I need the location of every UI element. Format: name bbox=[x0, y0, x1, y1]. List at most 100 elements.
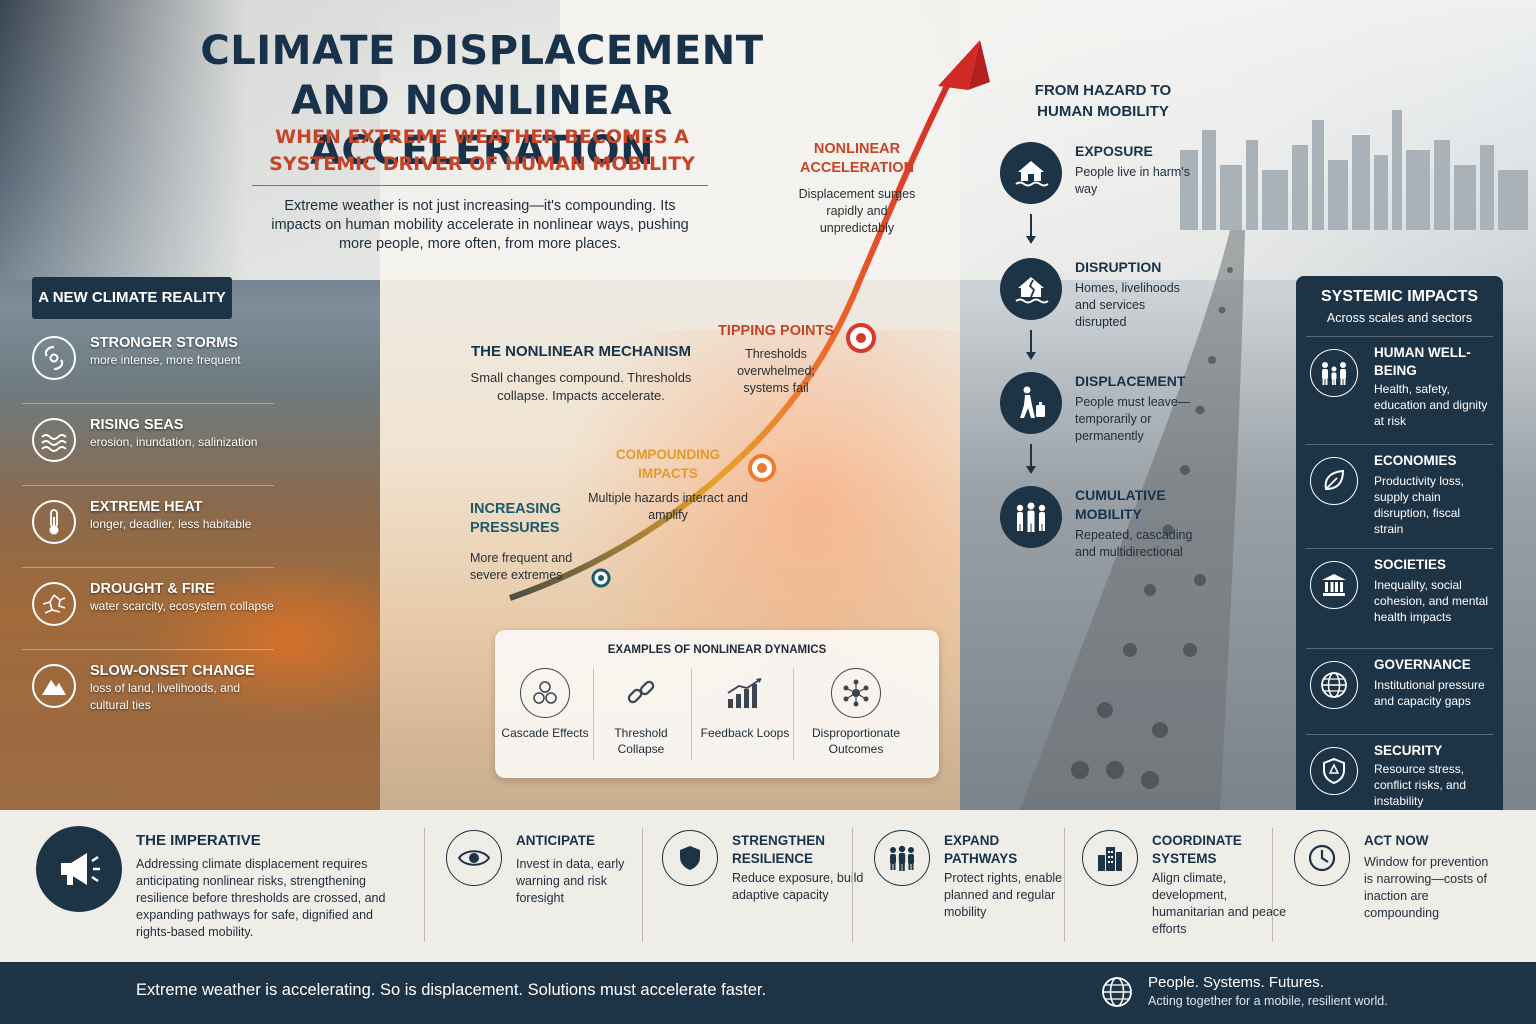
flooded-house-icon bbox=[1000, 142, 1062, 204]
down-arrow-icon bbox=[1026, 444, 1036, 474]
band-divider bbox=[642, 828, 643, 942]
systemic-title: SYSTEMIC IMPACTS bbox=[1320, 288, 1479, 305]
band-divider bbox=[852, 828, 853, 942]
stage-desc: Displacement surges rapidly and unpredic… bbox=[798, 187, 916, 235]
cascade-icon bbox=[520, 668, 570, 718]
city-skyline bbox=[1180, 110, 1528, 230]
climate-reality-tag: A NEW CLIMATE REALITY bbox=[32, 277, 232, 319]
hazard-step-title: EXPOSURE bbox=[1075, 143, 1153, 159]
stage-desc: Thresholds overwhelmed; systems fail bbox=[737, 347, 815, 395]
example-label: Disproportionate Outcomes bbox=[811, 726, 901, 756]
climate-reality-list: STRONGER STORMS more intense, more frequ… bbox=[22, 322, 274, 732]
stage-title: COMPOUNDING IMPACTS bbox=[615, 447, 721, 481]
rising-bars-icon bbox=[720, 668, 770, 718]
action-desc: Window for prevention is narrowing—costs… bbox=[1364, 855, 1489, 920]
stage-nonlinear-acceleration: NONLINEAR ACCELERATION Displacement surg… bbox=[790, 140, 924, 237]
hazard-step-title: CUMULATIVE MOBILITY bbox=[1075, 487, 1166, 522]
example-cascade: Cascade Effects bbox=[495, 668, 595, 741]
action-title: EXPAND PATHWAYS bbox=[944, 833, 1018, 866]
imperative-desc: Addressing climate displacement requires… bbox=[136, 857, 386, 939]
band-divider bbox=[1272, 828, 1273, 942]
action-desc: Align climate, development, humanitarian… bbox=[1152, 871, 1287, 936]
systemic-item-title: HUMAN WELL-BEING bbox=[1374, 345, 1471, 378]
systemic-item-title: SOCIETIES bbox=[1374, 557, 1447, 572]
mechanism-title: THE NONLINEAR MECHANISM bbox=[471, 343, 691, 360]
examples-title: EXAMPLES OF NONLINEAR DYNAMICS bbox=[607, 644, 827, 656]
systemic-item-desc: Institutional pressure and capacity gaps bbox=[1374, 678, 1485, 708]
person-luggage-icon bbox=[1000, 372, 1062, 434]
globe-icon bbox=[1310, 661, 1358, 709]
reality-item-slow-onset: SLOW-ONSET CHANGE loss of land, liveliho… bbox=[22, 650, 274, 732]
stage-title: INCREASING PRESSURES bbox=[470, 501, 562, 536]
buildings-icon bbox=[1082, 830, 1138, 886]
crowd-path bbox=[1020, 230, 1245, 810]
examples-divider bbox=[593, 668, 594, 760]
hazard-step-desc: Homes, livelihoods and services disrupte… bbox=[1075, 281, 1180, 329]
down-arrow-icon bbox=[1026, 330, 1036, 360]
systemic-item-wellbeing: HUMAN WELL-BEING Health, safety, educati… bbox=[1306, 336, 1493, 444]
network-icon bbox=[831, 668, 881, 718]
systemic-item-desc: Inequality, social cohesion, and mental … bbox=[1374, 578, 1489, 624]
imperative-title: THE IMPERATIVE bbox=[136, 832, 261, 849]
stage-tipping-points: TIPPING POINTS Thresholds overwhelmed; s… bbox=[714, 322, 838, 397]
reality-item-seas: RISING SEAS erosion, inundation, saliniz… bbox=[22, 404, 274, 486]
examples-divider bbox=[691, 668, 692, 760]
example-disproportionate: Disproportionate Outcomes bbox=[801, 668, 911, 757]
imperative-band bbox=[0, 810, 1536, 962]
institution-icon bbox=[1310, 561, 1358, 609]
systemic-impacts-panel: SYSTEMIC IMPACTS Across scales and secto… bbox=[1296, 276, 1503, 810]
example-threshold: Threshold Collapse bbox=[591, 668, 691, 757]
reality-desc: water scarcity, ecosystem collapse bbox=[90, 599, 274, 613]
intro-text: Extreme weather is not just increasing—i… bbox=[271, 198, 689, 252]
action-desc: Reduce exposure, build adaptive capacity bbox=[732, 871, 864, 902]
action-title: ANTICIPATE bbox=[516, 833, 595, 848]
footer: Extreme weather is accelerating. So is d… bbox=[0, 962, 1536, 1024]
band-divider bbox=[1064, 828, 1065, 942]
action-desc: Invest in data, early warning and risk f… bbox=[516, 857, 625, 905]
broken-chain-icon bbox=[616, 668, 666, 718]
page-subtitle: WHEN EXTREME WEATHER BECOMES A SYSTEMIC … bbox=[269, 126, 695, 175]
reality-title: RISING SEAS bbox=[90, 417, 184, 433]
systemic-item-desc: Resource stress, conflict risks, and ins… bbox=[1374, 762, 1467, 808]
cracked-earth-icon bbox=[32, 582, 76, 626]
action-desc: Protect rights, enable planned and regul… bbox=[944, 871, 1063, 919]
reality-desc: loss of land, livelihoods, and cultural … bbox=[90, 681, 241, 712]
action-title: COORDINATE SYSTEMS bbox=[1152, 833, 1242, 866]
reality-desc: more intense, more frequent bbox=[90, 353, 241, 367]
hazard-step-desc: People must leave—temporarily or permane… bbox=[1075, 395, 1191, 443]
stage-title: TIPPING POINTS bbox=[717, 323, 834, 339]
systemic-item-title: SECURITY bbox=[1374, 743, 1443, 758]
stage-desc: More frequent and severe extremes bbox=[470, 551, 573, 582]
reality-item-drought: DROUGHT & FIRE water scarcity, ecosystem… bbox=[22, 568, 274, 650]
systemic-item-title: ECONOMIES bbox=[1374, 453, 1457, 468]
systemic-item-economies: ECONOMIES Productivity loss, supply chai… bbox=[1306, 444, 1493, 548]
eye-icon bbox=[446, 830, 502, 886]
hazard-step-desc: People live in harm's way bbox=[1075, 165, 1190, 196]
stage-title: NONLINEAR ACCELERATION bbox=[799, 141, 915, 176]
curve-arrowhead bbox=[938, 40, 980, 90]
shield-icon bbox=[662, 830, 718, 886]
reality-item-storms: STRONGER STORMS more intense, more frequ… bbox=[22, 322, 274, 404]
action-title: STRENGTHEN RESILIENCE bbox=[732, 833, 826, 866]
family-icon bbox=[1310, 349, 1358, 397]
header-fade bbox=[0, 0, 1536, 280]
systemic-item-security: SECURITY Resource stress, conflict risks… bbox=[1306, 734, 1493, 810]
acceleration-curve bbox=[509, 40, 990, 601]
footer-tagline: Extreme weather is accelerating. So is d… bbox=[136, 981, 767, 999]
reality-title: STRONGER STORMS bbox=[90, 335, 238, 351]
reality-title: EXTREME HEAT bbox=[90, 499, 203, 515]
stage-desc: Multiple hazards interact and amplify bbox=[588, 491, 748, 522]
systemic-item-societies: SOCIETIES Inequality, social cohesion, a… bbox=[1306, 548, 1493, 648]
stage-increasing-pressures: INCREASING PRESSURES More frequent and s… bbox=[470, 500, 574, 584]
megaphone-icon bbox=[36, 826, 122, 912]
shield-icon bbox=[1310, 747, 1358, 795]
systemic-item-title: GOVERNANCE bbox=[1374, 657, 1471, 672]
systemic-item-desc: Health, safety, education and dignity at… bbox=[1374, 382, 1488, 428]
reality-desc: erosion, inundation, salinization bbox=[90, 435, 258, 449]
damaged-house-icon bbox=[1000, 258, 1062, 320]
nonlinear-mechanism: THE NONLINEAR MECHANISM Small changes co… bbox=[468, 342, 694, 405]
hazard-title: FROM HAZARD TO HUMAN MOBILITY bbox=[1034, 82, 1172, 120]
example-label: Feedback Loops bbox=[700, 726, 790, 740]
hazard-step-desc: Repeated, cascading and multidirectional bbox=[1075, 528, 1193, 559]
reality-title: DROUGHT & FIRE bbox=[90, 581, 215, 597]
